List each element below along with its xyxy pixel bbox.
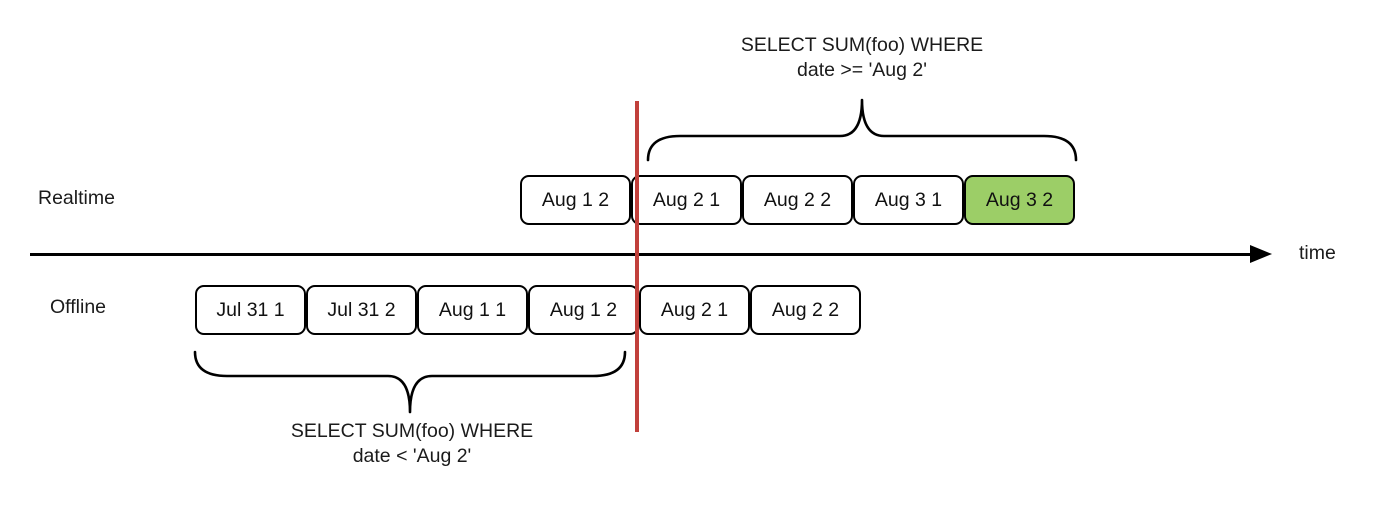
realtime-segments-row: Aug 1 2 Aug 2 1 Aug 2 2 Aug 3 1 Aug 3 2 bbox=[520, 175, 1075, 225]
realtime-segment-3: Aug 2 2 bbox=[742, 175, 853, 225]
offline-segment-1: Jul 31 1 bbox=[195, 285, 306, 335]
offline-query-line2: date < 'Aug 2' bbox=[352, 445, 472, 467]
cutoff-date-line bbox=[635, 101, 639, 432]
realtime-query-line2: date >= 'Aug 2' bbox=[797, 59, 927, 81]
realtime-segment-4: Aug 3 1 bbox=[853, 175, 964, 225]
realtime-query-annotation: SELECT SUM(foo) WHERE date >= 'Aug 2' bbox=[612, 33, 1112, 83]
realtime-row-label: Realtime bbox=[38, 187, 115, 209]
offline-segment-4: Aug 1 2 bbox=[528, 285, 639, 335]
time-axis-label: time bbox=[1299, 242, 1336, 264]
offline-segment-5: Aug 2 1 bbox=[639, 285, 750, 335]
time-axis-arrowhead-icon bbox=[1250, 244, 1272, 263]
offline-segment-2: Jul 31 2 bbox=[306, 285, 417, 335]
offline-row-label: Offline bbox=[50, 296, 107, 318]
realtime-segment-1: Aug 1 2 bbox=[520, 175, 631, 225]
realtime-segment-2: Aug 2 1 bbox=[631, 175, 742, 225]
realtime-query-line1: SELECT SUM(foo) WHERE bbox=[740, 34, 984, 56]
overbrace-realtime-query bbox=[646, 98, 1078, 162]
realtime-segment-5-highlighted: Aug 3 2 bbox=[964, 175, 1075, 225]
offline-query-annotation: SELECT SUM(foo) WHERE date < 'Aug 2' bbox=[162, 419, 662, 469]
offline-segment-3: Aug 1 1 bbox=[417, 285, 528, 335]
time-axis-line bbox=[30, 253, 1252, 256]
offline-segment-6: Aug 2 2 bbox=[750, 285, 861, 335]
underbrace-offline-query bbox=[193, 350, 627, 414]
offline-segments-row: Jul 31 1 Jul 31 2 Aug 1 1 Aug 1 2 Aug 2 … bbox=[195, 285, 861, 335]
offline-query-line1: SELECT SUM(foo) WHERE bbox=[290, 420, 534, 442]
